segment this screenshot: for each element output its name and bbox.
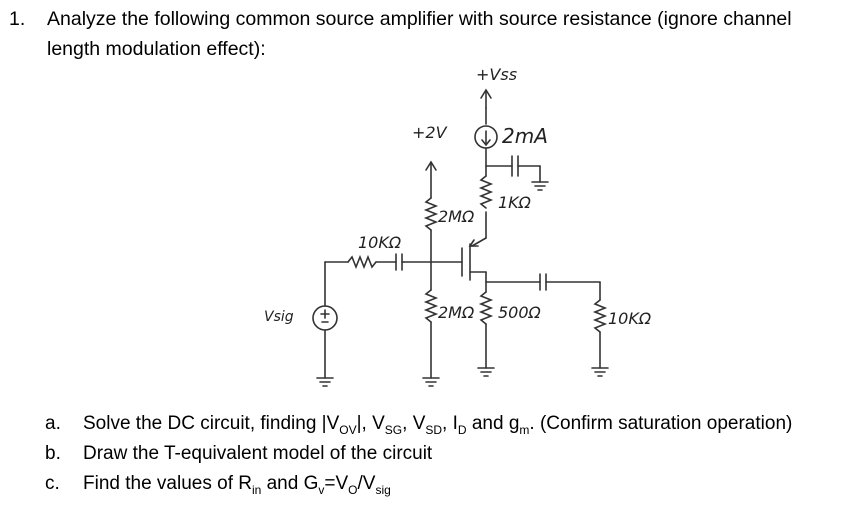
part-c: c. Find the values of Rin and Gv=VO/Vsig [45,471,391,503]
part-c-text-3: =V [324,473,349,494]
drain-resistor [478,291,494,325]
part-b-text: Draw the T-equivalent model of the circu… [83,443,433,464]
label-r-drain: 500Ω [498,303,542,322]
signal-resistor [347,254,377,270]
label-vsig: Vsig [264,309,294,325]
part-a: a. Solve the DC circuit, finding |VOV|, V… [45,411,792,443]
part-a-text-3: , V [402,413,426,434]
part-c-label: c. [45,473,60,494]
question-text: Analyze the following common source ampl… [47,8,792,60]
label-r-source: 1KΩ [498,193,532,212]
label-r-sig: 10KΩ [358,233,402,252]
gate-resistor-top [423,197,439,231]
part-a-text-1: Solve the DC circuit, finding |V [83,413,340,434]
part-a-sub-ov: OV [339,422,357,437]
part-c-sub-o: O [348,482,358,497]
label-r-gate-top: 2MΩ [438,207,475,226]
part-c-text-4: /V [357,473,376,494]
part-c-sub-v: v [318,482,325,497]
part-c-text-2: and G [261,473,319,494]
supply-arrow [480,88,492,99]
part-a-sub-d: D [457,422,467,437]
part-a-text-6: . (Confirm saturation operation) [529,413,793,434]
label-vss: +Vss [476,65,517,84]
part-a-text-2: |, V [356,413,385,434]
label-r-load: 10KΩ [608,309,652,328]
gate-resistor-bottom [423,289,439,323]
part-a-text-4: , I [442,413,458,434]
load-resistor [592,299,608,333]
part-a-label: a. [45,413,61,434]
gate-bias-arrow [425,160,437,171]
part-a-sub-sg: SG [384,422,403,437]
question-number: 1. [9,8,26,30]
label-r-gate-bottom: 2MΩ [438,303,475,322]
part-c-text-1: Find the values of R [83,473,252,494]
label-current-source: 2mA [502,124,548,148]
label-gate-bias: +2V [412,123,448,142]
part-a-sub-sd: SD [425,422,443,437]
part-a-sub-m: m [519,422,530,437]
source-resistor [478,175,494,209]
part-b-label: b. [45,443,61,464]
part-c-sub-sig: sig [375,482,391,497]
part-c-sub-in: in [251,482,262,497]
part-a-text-5: and g [466,413,520,434]
part-b: b. Draw the T-equivalent model of the cir… [45,441,432,467]
